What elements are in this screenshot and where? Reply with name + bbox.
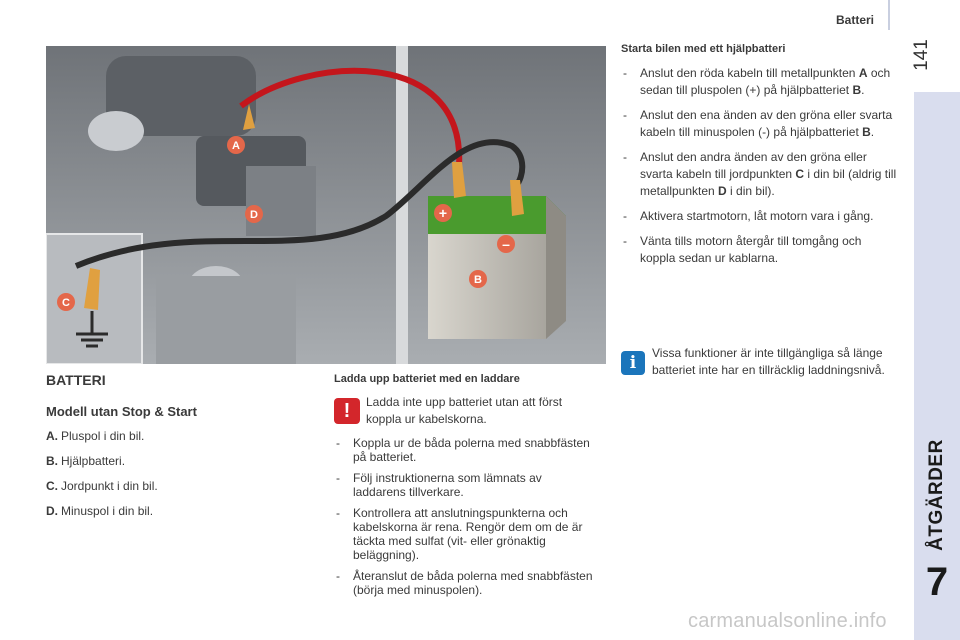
- watermark: carmanualsonline.info: [688, 610, 887, 632]
- chapter-number: 7: [925, 560, 949, 604]
- legend-column: BATTERI Modell utan Stop & Start A.Plusp…: [46, 372, 316, 529]
- section-title: BATTERI: [46, 372, 106, 388]
- legend-item: D.Minuspol i din bil.: [46, 504, 154, 518]
- list-item: Anslut den röda kabeln till metallpunkte…: [621, 65, 899, 99]
- plus-marker: [434, 204, 452, 222]
- list-item: Aktivera startmotorn, låt motorn vara i …: [621, 208, 899, 225]
- black-cable: [74, 139, 526, 269]
- list-item: Vänta tills motorn återgår till tomgång …: [621, 233, 899, 267]
- label-c: C: [62, 297, 70, 309]
- info-note: i Vissa funktioner är inte tillgängliga …: [621, 345, 899, 379]
- legend-item: B.Hjälpbatteri.: [46, 454, 126, 468]
- jump-start-column: Starta bilen med ett hjälpbatteri Anslut…: [621, 43, 899, 275]
- list-item: Anslut den andra änden av den gröna elle…: [621, 149, 899, 200]
- running-header: Batteri: [835, 13, 874, 27]
- label-d: D: [250, 209, 258, 221]
- charger-heading: Ladda upp batteriet med en laddare: [334, 373, 520, 385]
- minus-label: –: [502, 236, 510, 252]
- plus-label: +: [439, 205, 447, 221]
- jump-start-heading: Starta bilen med ett hjälpbatteri: [621, 43, 786, 55]
- charger-column: Ladda upp batteriet med en laddare ! Lad…: [334, 373, 594, 604]
- list-item: Kontrollera att anslutningspunkterna och…: [334, 506, 594, 562]
- list-item: Anslut den ena änden av den gröna eller …: [621, 107, 899, 141]
- red-cable: [239, 67, 463, 167]
- label-d-marker: [245, 205, 263, 223]
- chapter-tab-label: ÅTGÄRDER: [926, 439, 948, 551]
- list-item: Koppla ur de båda polerna med snabbfäste…: [334, 436, 594, 464]
- legend-item: C.Jordpunkt i din bil.: [46, 479, 158, 493]
- legend-item: A.Pluspol i din bil.: [46, 429, 145, 443]
- list-item: Återanslut de båda polerna med snabbfäst…: [334, 569, 594, 597]
- page-number: 141: [910, 39, 932, 71]
- info-icon: i: [621, 351, 645, 375]
- warning-note: ! Ladda inte upp batteriet utan att förs…: [334, 394, 594, 428]
- auxiliary-battery: [428, 196, 566, 339]
- warning-icon: !: [334, 398, 360, 424]
- minus-marker: [497, 235, 515, 253]
- label-b: B: [474, 274, 482, 286]
- list-item: Följ instruktionerna som lämnats av ladd…: [334, 471, 594, 499]
- label-b-marker: [469, 270, 487, 288]
- section-subtitle: Modell utan Stop & Start: [46, 404, 197, 419]
- header-rule: [888, 0, 890, 30]
- label-c-marker: [57, 293, 75, 311]
- jump-start-illustration: A D C B + –: [46, 46, 606, 364]
- chapter-tab: [914, 92, 960, 640]
- label-a-marker: [227, 136, 245, 154]
- label-a: A: [232, 140, 240, 152]
